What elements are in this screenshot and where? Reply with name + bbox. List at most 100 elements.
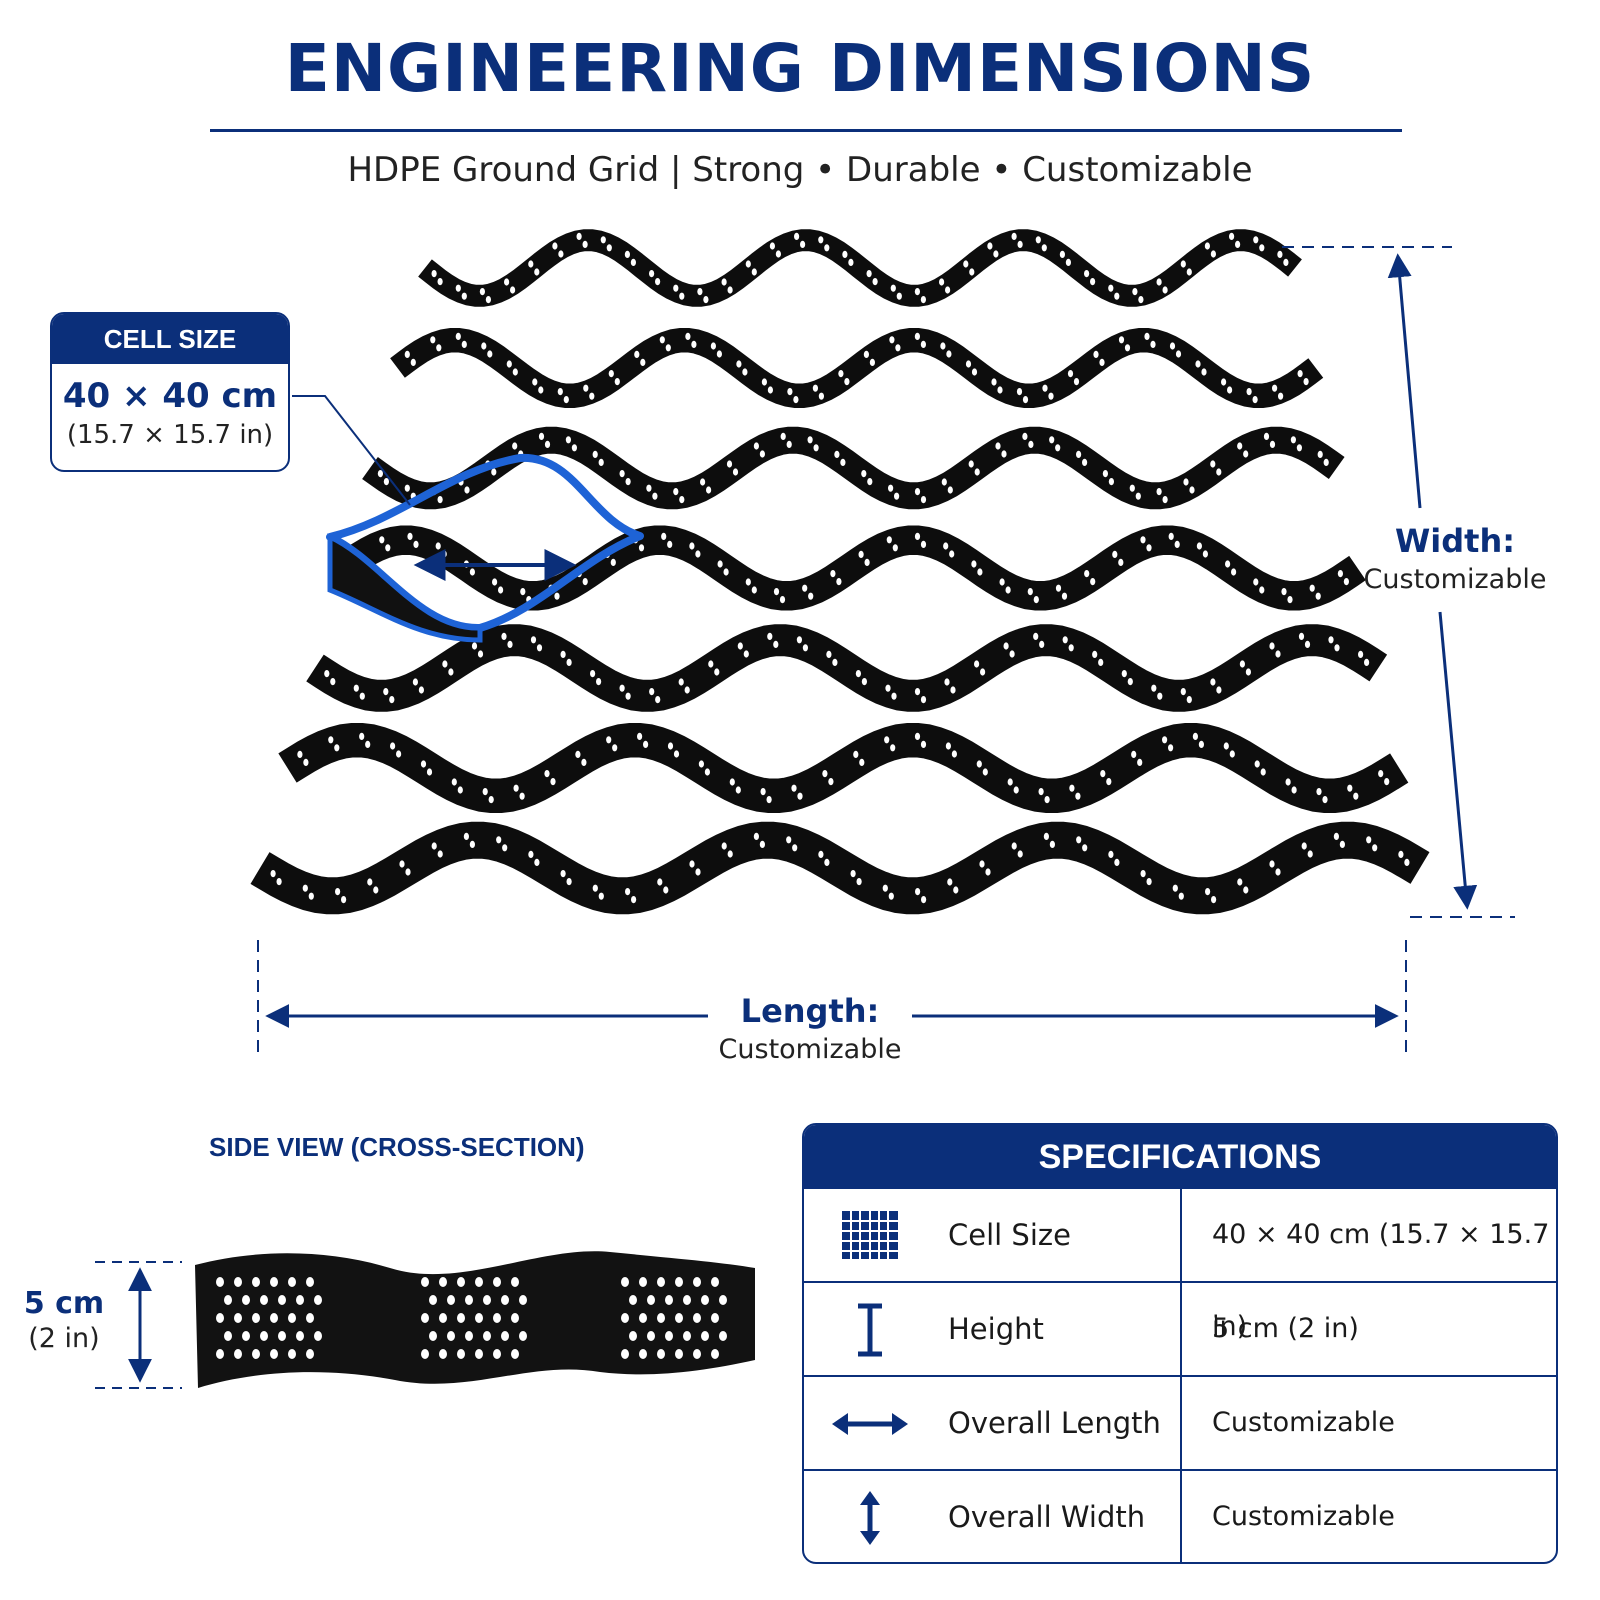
perforation-hole (492, 578, 498, 586)
perforation-hole (519, 792, 525, 800)
side-perforation-hole (511, 1313, 519, 1323)
perforation-hole (575, 750, 581, 759)
side-perforation-hole (306, 1349, 314, 1359)
perforation-hole (1291, 786, 1297, 794)
perforation-hole (589, 392, 595, 400)
perforation-hole (861, 678, 868, 686)
perforation-hole (737, 642, 743, 650)
perforation-hole (818, 850, 824, 859)
perforation-hole (726, 460, 733, 468)
perforation-hole (1001, 450, 1007, 458)
perforation-hole (1237, 878, 1243, 886)
perforation-hole (1304, 640, 1311, 649)
perforation-hole (420, 760, 427, 768)
perforation-hole (969, 268, 975, 276)
perforation-hole (1347, 784, 1353, 792)
perforation-hole (1237, 442, 1243, 450)
side-perforation-hole (465, 1295, 473, 1305)
perforation-hole (324, 670, 330, 678)
side-perforation-hole (675, 1313, 683, 1323)
perforation-hole (894, 492, 900, 500)
perforation-hole (661, 532, 667, 541)
perforation-hole (700, 478, 706, 486)
perforation-hole (652, 492, 658, 500)
perforation-hole (1364, 658, 1370, 667)
perforation-hole (721, 278, 727, 286)
perforation-hole (1162, 496, 1168, 504)
side-perforation-hole (234, 1349, 242, 1359)
perforation-hole (920, 696, 927, 704)
perforation-hole (1011, 842, 1017, 850)
perforation-hole (1076, 836, 1082, 844)
perforation-hole (606, 736, 612, 744)
perforation-hole (1243, 886, 1249, 894)
perforation-hole (479, 288, 485, 296)
perforation-hole (1067, 370, 1074, 378)
perforation-hole (302, 884, 308, 892)
side-perforation-hole (439, 1313, 447, 1323)
perforation-hole (689, 860, 695, 868)
perforation-hole (840, 458, 846, 466)
title-divider (210, 129, 1402, 132)
side-perforation-hole (439, 1277, 447, 1287)
perforation-hole (946, 350, 952, 358)
perforation-hole (596, 678, 602, 686)
side-perforation-hole (242, 1295, 250, 1305)
perforation-hole (435, 542, 441, 550)
perforation-hole (766, 796, 772, 804)
perforation-hole (481, 342, 487, 350)
perforation-hole (1082, 458, 1088, 466)
grid-strip (306, 624, 1388, 712)
perforation-hole (1033, 632, 1039, 641)
perforation-hole (866, 270, 872, 278)
perforation-hole (941, 478, 947, 486)
perforation-hole (404, 350, 410, 358)
perforation-hole (832, 658, 838, 667)
perforation-hole (625, 692, 631, 700)
perforation-hole (506, 360, 512, 368)
perforation-hole (461, 340, 467, 348)
perforation-hole (824, 858, 830, 867)
perforation-hole (1196, 542, 1202, 550)
page-title: ENGINEERING DIMENSIONS (284, 30, 1316, 107)
specifications-table: SPECIFICATIONS Cell Size 40 × 40 cm (15.… (802, 1123, 1558, 1564)
perforation-hole (1223, 742, 1229, 750)
perforation-hole (631, 896, 637, 904)
side-perforation-hole (493, 1277, 501, 1287)
perforation-hole (667, 540, 673, 549)
perforation-hole (775, 250, 782, 258)
side-perforation-hole (306, 1313, 314, 1323)
perforation-hole (1137, 758, 1143, 767)
perforation-hole (1225, 560, 1231, 568)
perforation-hole (751, 586, 757, 594)
perforation-hole (1210, 460, 1216, 468)
side-perforation-hole (683, 1295, 691, 1305)
side-perforation-hole (719, 1331, 727, 1341)
perforation-hole (861, 470, 867, 478)
side-perforation-hole (519, 1331, 527, 1341)
perforation-hole (1172, 884, 1178, 892)
perforation-hole (592, 884, 598, 892)
perforation-hole (1211, 896, 1217, 904)
perforation-hole (678, 678, 684, 686)
width-dimension-label: Width: Customizable (1360, 522, 1550, 595)
perforation-hole (571, 444, 578, 452)
perforation-hole (297, 750, 303, 759)
perforation-hole (1093, 350, 1099, 358)
perforation-hole (431, 842, 437, 850)
side-perforation-hole (693, 1313, 701, 1323)
side-perforation-hole (216, 1313, 224, 1323)
perforation-hole (625, 478, 631, 486)
perforation-hole (864, 558, 870, 567)
length-value: Customizable (718, 1034, 902, 1065)
spec-divider (1180, 1471, 1182, 1562)
side-perforation-hole (629, 1295, 637, 1305)
perforation-hole (836, 578, 842, 586)
perforation-hole (673, 750, 680, 758)
perforation-hole (892, 544, 898, 552)
perforation-hole (914, 488, 921, 496)
perforation-hole (685, 332, 691, 340)
perforation-hole (813, 444, 819, 452)
perforation-hole (723, 568, 729, 576)
perforation-hole (735, 786, 741, 794)
